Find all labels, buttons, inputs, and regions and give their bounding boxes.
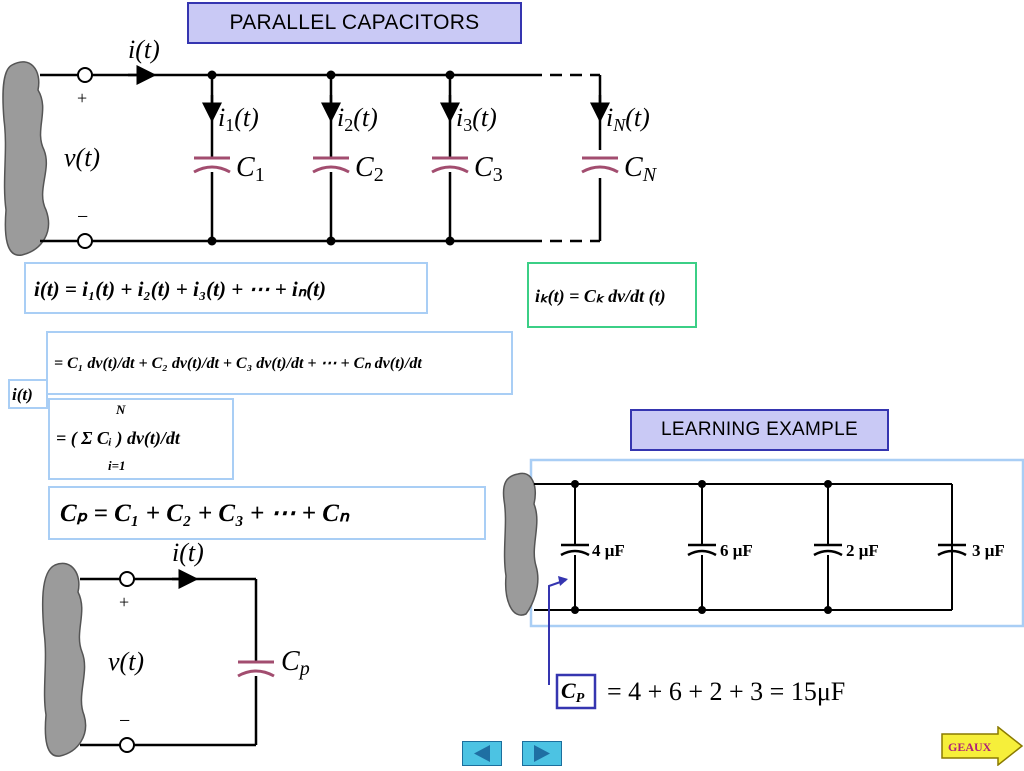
cap-value-1: 4 μF (592, 541, 625, 560)
branch-3 (431, 70, 469, 246)
eq-voltage-label: v(t) (108, 647, 144, 676)
example-branch-4 (937, 484, 967, 610)
pointer-arrow (548, 579, 567, 685)
example-branch-1 (560, 480, 590, 614)
minus-sign: − (77, 206, 88, 228)
branch-1-cap: C1 (236, 152, 265, 186)
cap-value-2: 6 μF (720, 541, 753, 560)
branch-3-current: i3(t) (456, 103, 497, 135)
sum-equation-box: = C₁ dv(t)/dt + C₂ dv(t)/dt + C₃ dv(t)/d… (46, 331, 513, 395)
cap-law-box: iₖ(t) = Cₖ dv/dt (t) (527, 262, 697, 328)
branch-1 (193, 70, 231, 246)
geaux-button[interactable]: GEAUX (940, 725, 1024, 767)
sigma-bottom: i=1 (108, 458, 126, 473)
branch-n-current: iN(t) (606, 103, 650, 135)
forward-button[interactable] (522, 741, 562, 766)
terminal-bottom (77, 233, 93, 249)
eq-plus: + (119, 592, 129, 612)
arrow-right-icon: GEAUX (941, 725, 1024, 767)
cp-result-eq: = 4 + 6 + 2 + 3 = 15μF (607, 677, 845, 706)
equivalent-voltage-source (41, 562, 87, 757)
example-branch-3 (813, 480, 843, 614)
eq-minus: − (119, 710, 130, 732)
example-branch-2 (687, 480, 717, 614)
side-current-label: i(t) (12, 385, 33, 404)
kcl-equation-box: i(t) = i₁(t) + i₂(t) + i₃(t) + ⋯ + iₙ(t) (24, 262, 428, 314)
branch-n-cap: CN (624, 152, 658, 186)
back-button[interactable] (462, 741, 502, 766)
triangle-left-icon (474, 745, 490, 762)
triangle-right-icon (534, 745, 550, 762)
sigma-equation-box: N = ( Σ Cᵢ ) dv(t)/dt i=1 (48, 398, 234, 480)
page-title: PARALLEL CAPACITORS (187, 2, 522, 44)
geaux-label: GEAUX (948, 740, 992, 754)
cap-law-equation: iₖ(t) = Cₖ dv/dt (t) (535, 286, 666, 306)
cp-result-box (555, 673, 597, 710)
branch-3-cap: C3 (474, 152, 503, 186)
kcl-equation: i(t) = i₁(t) + i₂(t) + i₃(t) + ⋯ + iₙ(t) (34, 277, 326, 301)
branch-2 (312, 70, 350, 246)
side-current-box: i(t) (8, 379, 48, 409)
source-current-label: i(t) (128, 35, 160, 64)
example-source (502, 472, 539, 616)
learning-example-title: LEARNING EXAMPLE (630, 409, 889, 451)
cp-result-label: CP (561, 678, 585, 706)
branch-2-cap: C2 (355, 152, 384, 186)
branch-labels: i1(t) C1 i2(t) C2 i3(t) C3 iN(t) CN (218, 103, 658, 186)
terminal-top (77, 67, 93, 83)
branch-2-current: i2(t) (337, 103, 378, 135)
sigma-top: N (116, 402, 126, 417)
voltage-source (2, 61, 50, 256)
sum-equation: = C₁ dv(t)/dt + C₂ dv(t)/dt + C₃ dv(t)/d… (54, 355, 422, 372)
cp-equation-box: Cₚ = C₁ + C₂ + C₃ + ⋯ + Cₙ (48, 486, 486, 540)
branch-1-current: i1(t) (218, 103, 259, 135)
cp-label: Cp (281, 646, 310, 680)
eq-current-label: i(t) (172, 538, 204, 567)
cp-equation: Cₚ = C₁ + C₂ + C₃ + ⋯ + Cₙ (60, 500, 349, 527)
sigma-equation: = ( Σ Cᵢ ) dv(t)/dt (56, 428, 180, 448)
source-voltage-label: v(t) (64, 143, 100, 172)
cap-value-4: 3 μF (972, 541, 1005, 560)
plus-sign: + (77, 88, 87, 108)
cap-value-3: 2 μF (846, 541, 879, 560)
branch-n (581, 95, 619, 178)
